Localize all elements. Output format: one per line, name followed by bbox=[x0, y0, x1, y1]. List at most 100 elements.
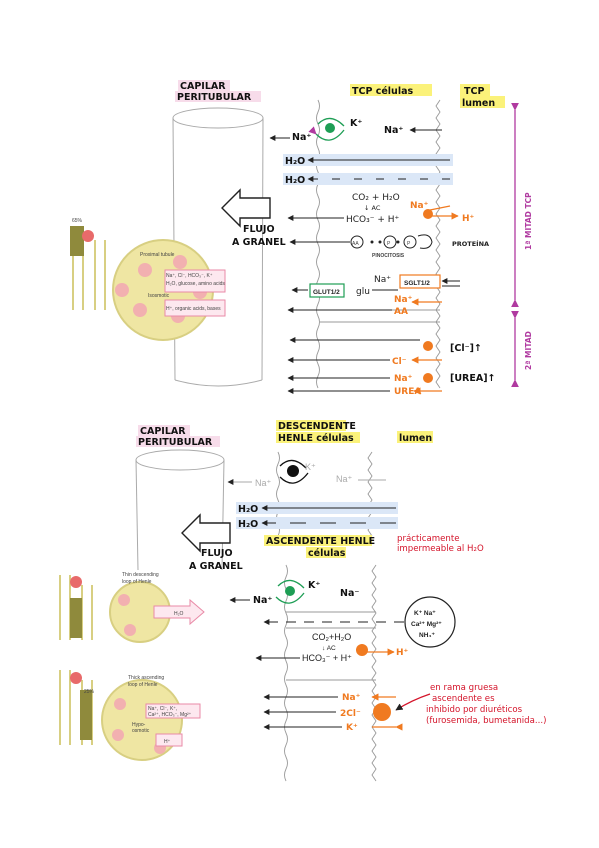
na-lumen-grey-label: Na⁺ bbox=[336, 474, 353, 484]
thick-ascending-inset: Thick ascending loop of Henle 25% Na⁺, C… bbox=[59, 670, 201, 761]
water-band bbox=[283, 173, 453, 185]
ascending-cell-membranes bbox=[284, 564, 377, 782]
p-label-1: P bbox=[387, 241, 391, 247]
cations-line-1: K⁺ Na⁺ bbox=[414, 610, 436, 617]
protein-vesicle bbox=[383, 235, 397, 249]
thick-asc-line-1: Na⁺, Cl⁻, K⁺, bbox=[148, 706, 177, 712]
pump-arrow-out bbox=[308, 126, 345, 141]
vesicle-dot bbox=[370, 240, 374, 244]
tcp-lumen-highlight bbox=[460, 84, 490, 96]
thick-asc-line-5: H⁺ bbox=[164, 739, 171, 745]
water-label-4: H₂O bbox=[238, 519, 258, 530]
diuretic-note-2: ascendente es bbox=[432, 694, 495, 704]
ascending-title: ASCENDENTE HENLE bbox=[266, 536, 375, 547]
na-urea-label: Na⁺ bbox=[394, 374, 413, 384]
anhydrase-label: ↓ AC bbox=[364, 204, 381, 212]
thick-asc-line-3: Hypo- bbox=[132, 722, 146, 728]
bulk-flow-arrow-2 bbox=[181, 513, 231, 553]
bicarbonate-label: HCO₃⁻ + H⁺ bbox=[346, 215, 400, 225]
inset-line-3: Isosmotic bbox=[148, 293, 170, 299]
diuretic-note-3: inhibido por diuréticos bbox=[426, 704, 523, 715]
flujo-label-3: FLUJO bbox=[201, 548, 233, 559]
thick-asc-percent: 25% bbox=[84, 689, 95, 695]
aa-circle-label: AA bbox=[352, 241, 359, 247]
cations-bubble bbox=[404, 596, 456, 648]
capillary-cylinder-2 bbox=[135, 449, 225, 571]
impermeable-note: prácticamente bbox=[397, 534, 460, 544]
asc-na-k-pump-icon bbox=[285, 586, 295, 596]
desc-highlight bbox=[276, 420, 346, 431]
na-in-arrow bbox=[429, 205, 451, 211]
flujo-label-2: A GRANEL bbox=[232, 237, 286, 248]
tcp-cell-membranes bbox=[316, 99, 441, 389]
asc-h-label: H⁺ bbox=[396, 648, 409, 658]
asc-na-h-exchanger-icon bbox=[356, 644, 368, 656]
diuretic-pointer-arrow bbox=[395, 693, 431, 711]
sglt-label: SGLT1/2 bbox=[404, 280, 430, 287]
asc-na-lumen-label: Na⁻ bbox=[340, 588, 359, 599]
cations-line-2: Ca²⁺ Mg²⁺ bbox=[411, 621, 442, 628]
flujo-label: FLUJO bbox=[243, 224, 275, 235]
na-lumen-label: Na⁺ bbox=[384, 125, 403, 136]
asc-pump-arrow bbox=[275, 592, 305, 604]
asc-co2-label: CO₂+H₂O bbox=[312, 632, 351, 642]
bulk-flow-arrow bbox=[221, 188, 271, 228]
water-band bbox=[236, 517, 398, 529]
tcp-lumen-header: TCP bbox=[464, 86, 484, 97]
asc-k-label: K⁺ bbox=[308, 580, 320, 591]
sglt-box bbox=[399, 274, 441, 289]
pump-arrow-in bbox=[317, 117, 345, 127]
urea-transporter-icon bbox=[423, 373, 433, 383]
k-grey-label: K⁺ bbox=[305, 462, 316, 472]
capilar-subtitle: PERITUBULAR bbox=[177, 92, 252, 103]
cl-channel-icon bbox=[423, 341, 433, 351]
na-sglt-label: Na⁺ bbox=[374, 275, 391, 285]
urea-label: UREA bbox=[394, 387, 421, 397]
h-secreted-label: H⁺ bbox=[462, 214, 475, 224]
asc-pump-arrow-2 bbox=[277, 579, 305, 589]
vesicle-dot bbox=[378, 240, 382, 244]
proximal-tubule-inset: 65% Proximal tubule Na⁺, Cl⁻, HCO₃⁻, K⁺ … bbox=[70, 218, 226, 341]
asc-hco3-label: HCO₃⁻ + H⁺ bbox=[302, 653, 352, 663]
first-half-label: 1ª MITAD TCP bbox=[524, 192, 533, 250]
diuretic-note-1: en rama gruesa bbox=[430, 683, 498, 693]
protein-label: PROTEÍNA bbox=[452, 239, 489, 248]
cations-line-3: NH₄⁺ bbox=[419, 632, 435, 639]
vesicle-dot bbox=[396, 240, 400, 244]
cl-label: Cl⁻ bbox=[392, 357, 407, 367]
water-label-1: H₂O bbox=[285, 156, 305, 167]
inset-line-4: H⁺, organic acids, bases bbox=[166, 306, 221, 312]
inset-percent: 65% bbox=[72, 218, 83, 224]
capilar-highlight bbox=[178, 80, 230, 91]
capilar-title-2: CAPILAR bbox=[140, 426, 186, 437]
nkcc-na-label: Na⁺ bbox=[342, 693, 361, 703]
desc-highlight-2 bbox=[276, 432, 360, 443]
aa-vesicle bbox=[350, 235, 364, 249]
thin-desc-title: Thin descending bbox=[122, 572, 159, 578]
aa-label: AA bbox=[394, 307, 408, 317]
tcp-lumen-highlight-2 bbox=[460, 96, 505, 108]
thin-desc-title-2: loop of Henle bbox=[122, 579, 152, 585]
tcp-cells-highlight bbox=[350, 84, 432, 96]
protein-vesicle bbox=[403, 235, 417, 249]
capilar-title: CAPILAR bbox=[180, 81, 226, 92]
capilar-highlight bbox=[138, 425, 190, 436]
water-label-2: H₂O bbox=[285, 175, 305, 186]
descending-pump-arrow bbox=[279, 472, 309, 484]
p-label-2: P bbox=[407, 241, 411, 247]
asc-ac-label: ↓ AC bbox=[322, 645, 336, 652]
thick-asc-line-2: Ca²⁺, HCO₃⁻, Mg²⁺ bbox=[148, 712, 192, 718]
tcp-lumen-header-2: lumen bbox=[462, 98, 495, 109]
descending-subtitle: HENLE células bbox=[278, 433, 354, 444]
na-grey-label: Na⁺ bbox=[255, 478, 272, 488]
descending-pump-icon bbox=[287, 465, 299, 477]
nkcc2-icon bbox=[373, 703, 391, 721]
impermeable-note-2: impermeable al H₂O bbox=[397, 544, 484, 554]
ascending-subtitle: células bbox=[308, 548, 346, 559]
asc-highlight bbox=[264, 535, 372, 546]
descending-title: DESCENDENTE bbox=[278, 421, 356, 432]
lumen-header: lumen bbox=[399, 433, 432, 444]
na-k-pump-icon bbox=[325, 123, 335, 133]
descending-pump-arrow-2 bbox=[279, 459, 307, 469]
